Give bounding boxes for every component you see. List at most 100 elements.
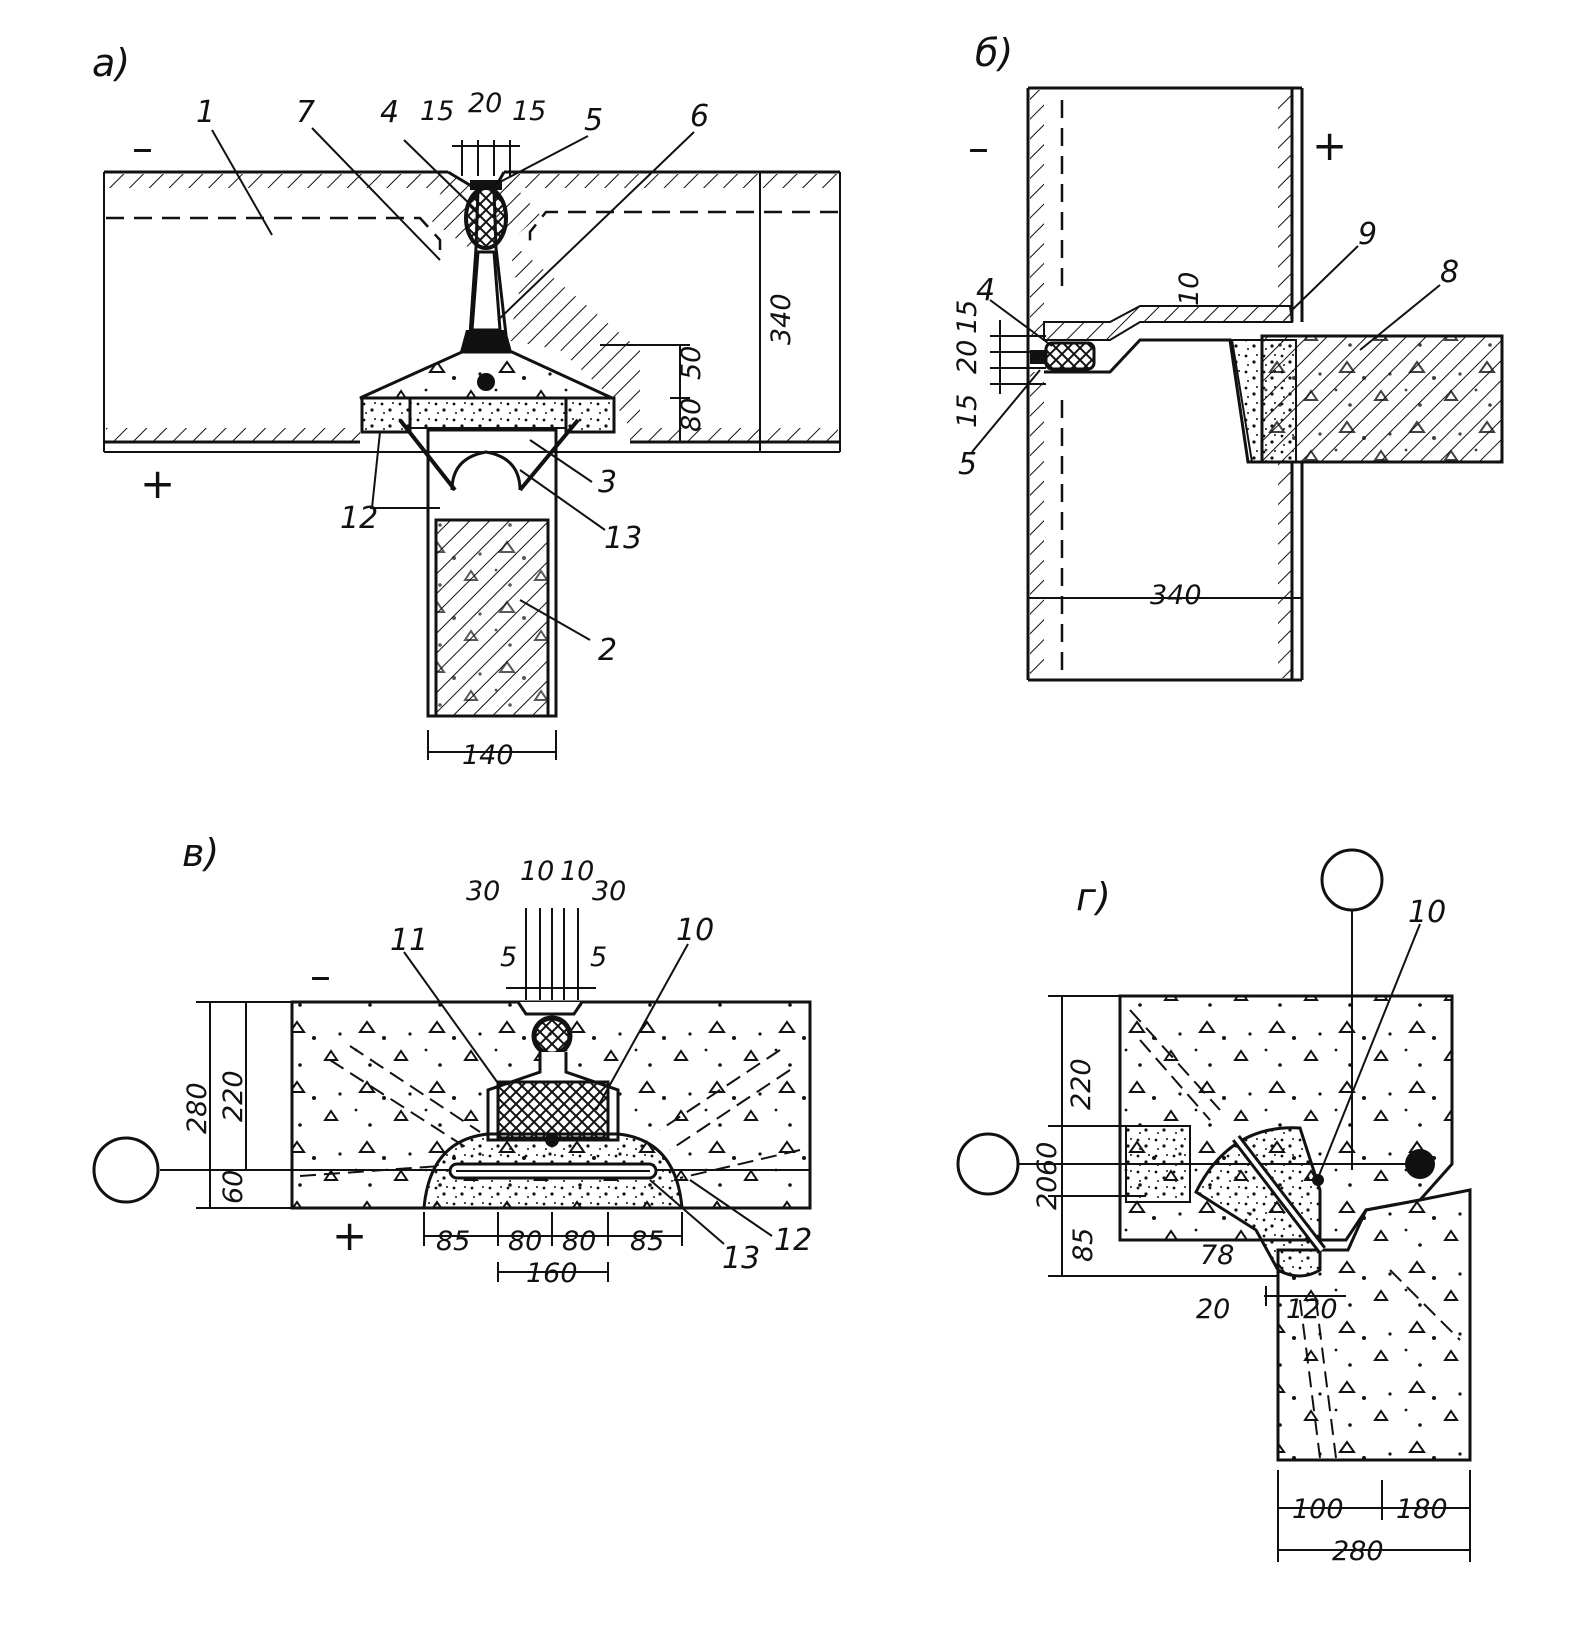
panel-g-dim-180: 180: [1396, 1494, 1448, 1525]
panel-b-hatch-right-lower: [1278, 462, 1292, 678]
panel-v-dim-80-right: 80: [562, 1226, 596, 1257]
panel-v-dimension-lines: [196, 908, 683, 1282]
panel-v-callout-13: 13: [722, 1241, 760, 1276]
panel-a-callout-4: 4: [380, 95, 399, 130]
panel-a-lower-hatch: [506, 250, 640, 428]
panel-a-rebar-dot: [477, 373, 495, 391]
panel-v: в) – +: [92, 831, 812, 1289]
panel-g-leader-10: [1317, 923, 1421, 1179]
panel-v-dim-280: 280: [182, 1082, 213, 1134]
panel-v-title: в): [182, 831, 219, 875]
panel-b-dim-20: 20: [952, 340, 983, 374]
panel-v-leaders: [403, 943, 773, 1245]
panel-v-dim-30-right: 30: [592, 876, 626, 907]
panel-g-dim-280: 280: [1332, 1536, 1384, 1567]
panel-b-gasket: [1044, 341, 1096, 371]
panel-b-callout-9: 9: [1358, 217, 1377, 252]
panel-a-dim-top-mid: 20: [468, 88, 502, 119]
panel-a-callout-7: 7: [296, 95, 315, 130]
panel-b-leaders: [971, 245, 1441, 453]
panel-b-callout-5: 5: [958, 447, 977, 482]
panel-v-dim-60: 60: [218, 1170, 249, 1204]
panel-b-callout-8: 8: [1440, 255, 1459, 290]
panel-a-bottom-hatch-right: [630, 428, 838, 442]
panel-a-dim-140: 140: [462, 740, 514, 771]
panel-a-rebar-left: [106, 216, 442, 250]
panel-g-axis-marker-top: [1320, 848, 1384, 912]
panel-a-dim-80: 80: [676, 398, 707, 432]
panel-g-dim-85: 85: [1068, 1228, 1099, 1262]
panel-b-hatch-left-lower: [1030, 372, 1044, 678]
panel-a-wall: [426, 428, 558, 718]
panel-g-corner-seal: [1405, 1149, 1435, 1179]
panel-g-dim-20-bottom: 20: [1196, 1294, 1230, 1325]
panel-a-plate-left: [360, 396, 412, 434]
panel-a-callout-12: 12: [340, 501, 378, 536]
panel-g-plate-core: [1234, 1136, 1324, 1252]
panel-v-dim-10-left: 10: [520, 856, 554, 887]
panel-a-top-hatch-right: [504, 174, 838, 188]
panel-v-callout-10: 10: [676, 913, 714, 948]
panel-g-mortar-key: [1194, 1126, 1322, 1278]
panel-a-dim-340: 340: [766, 293, 797, 345]
panel-a-rebar-right: [528, 210, 838, 250]
panel-a-minus-sign: –: [132, 123, 153, 172]
panel-a-dimension-lines: [427, 140, 770, 760]
panel-v-plus-sign: +: [332, 1211, 367, 1260]
panel-v-callout-11: 11: [390, 923, 428, 958]
panel-v-seal-cord: [531, 1015, 573, 1057]
panel-a-top-hatch-left: [106, 174, 448, 188]
panel-v-dim-160: 160: [526, 1258, 578, 1289]
panel-a-leaders: [211, 127, 695, 641]
panel-v-gasket: [496, 1080, 610, 1140]
panel-g-rebar-dot: [1312, 1174, 1324, 1186]
panel-b-hatch-right-upper: [1278, 90, 1292, 320]
panel-a-plus-sign: +: [140, 459, 175, 508]
panel-b-plus-sign: +: [1312, 121, 1347, 170]
panel-g-slab-vertical: [1276, 1188, 1472, 1462]
panel-b-dim-340: 340: [1150, 580, 1202, 611]
panel-v-dim-5-left: 5: [500, 942, 517, 973]
panel-a-bottom-hatch-left: [106, 428, 360, 442]
panel-g-axis-marker-left: [956, 1132, 1020, 1196]
panel-b-slab-concrete: [1262, 336, 1502, 462]
panel-g-dim-120: 120: [1286, 1294, 1338, 1325]
panel-b-joint-upper: [1043, 305, 1294, 341]
panel-v-rebar-lines: [299, 1045, 801, 1179]
panel-g-rebar-lines: [1129, 1009, 1461, 1459]
panel-v-rebar-dot: [545, 1133, 559, 1147]
panel-a-mastic: [460, 330, 512, 352]
panel-v-minus-sign: –: [310, 951, 331, 1000]
panel-b-dimension-lines: [990, 320, 1303, 608]
panel-a-top-seal: [470, 180, 502, 190]
panel-a-title: а): [92, 41, 130, 85]
panel-b-callout-4: 4: [976, 273, 995, 308]
panel-a-callout-6: 6: [690, 99, 709, 134]
panel-a-gasket: [464, 186, 508, 250]
panel-a-callout-1: 1: [196, 95, 215, 130]
panel-v-dim-5-right: 5: [590, 942, 607, 973]
panel-g-dim-100: 100: [1292, 1494, 1344, 1525]
panel-g: г): [956, 848, 1472, 1567]
panel-a-dim-top-left: 15: [420, 96, 454, 127]
panel-g-dim-78: 78: [1200, 1240, 1234, 1271]
panel-v-dim-85-right: 85: [630, 1226, 664, 1257]
panel-a-callout-3: 3: [598, 465, 617, 500]
panel-g-dim-60: 60: [1032, 1142, 1063, 1176]
panel-v-dim-85-left: 85: [436, 1226, 470, 1257]
panel-g-dimension-lines: [1048, 995, 1471, 1562]
panel-v-dim-220: 220: [218, 1070, 249, 1122]
panel-b: б) – +: [952, 31, 1504, 682]
panel-v-dim-10-right: 10: [560, 856, 594, 887]
panel-a-callout-5: 5: [584, 103, 603, 138]
panel-v-top-groove: [516, 1001, 584, 1016]
panel-v-callout-12: 12: [774, 1223, 812, 1258]
panel-g-callout-10: 10: [1408, 895, 1446, 930]
panel-v-axis-marker: [92, 1136, 160, 1204]
panel-b-title: б): [975, 31, 1013, 75]
panel-g-title: г): [1076, 875, 1111, 919]
panel-a-dim-50: 50: [676, 346, 707, 380]
panel-g-edge-strip: [1125, 1125, 1191, 1203]
panel-a: а) – +: [92, 41, 841, 771]
